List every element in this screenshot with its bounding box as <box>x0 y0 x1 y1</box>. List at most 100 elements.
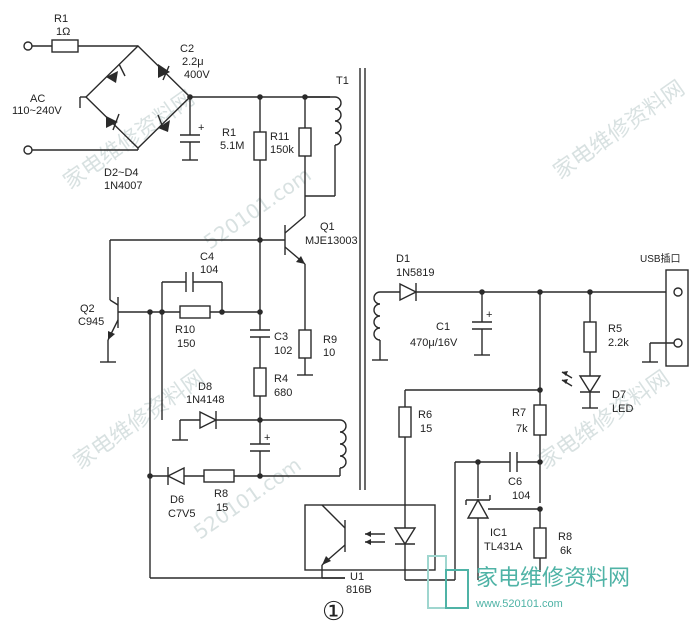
bridge-diode-2 <box>158 64 170 81</box>
r5-name: R5 <box>608 323 622 335</box>
resistor-r7 <box>533 404 547 436</box>
regulator-ic1 <box>466 498 490 519</box>
logo-text: 家电维修资料网 <box>476 565 630 590</box>
c1-name: C1 <box>436 321 450 333</box>
c4-name: C4 <box>200 251 214 263</box>
ac-value: 110~240V <box>12 105 62 117</box>
r9-value: 10 <box>323 347 335 359</box>
r9-name: R9 <box>323 334 337 346</box>
resistor-r5 <box>583 321 597 353</box>
diode-d8 <box>199 410 218 430</box>
r5-value: 2.2k <box>608 337 629 349</box>
d7-name: D7 <box>612 389 626 401</box>
q1-value: MJE13003 <box>305 235 358 247</box>
resistor-r11 <box>298 127 312 157</box>
zener-d6 <box>166 466 185 486</box>
resistor-r9 <box>298 329 312 359</box>
bridge-diode-1 <box>106 63 126 83</box>
bridge-diode-3 <box>106 113 120 131</box>
r1-fuse-value: 1Ω <box>56 26 70 38</box>
ac-input-section: R1 1Ω AC 110~240V D2~D4 1N4007 <box>12 13 330 192</box>
secondary-section: D1 1N5819 + C1 470μ/16V R6 15 R7 7k <box>372 252 689 581</box>
usb-pin-vcc <box>673 287 683 297</box>
r8a-value: 15 <box>216 502 228 514</box>
c3-name: C3 <box>274 331 288 343</box>
q1-name: Q1 <box>320 221 335 233</box>
r1-name: R1 <box>222 127 236 139</box>
led-d7 <box>578 375 602 394</box>
r1-fuse-name: R1 <box>54 13 68 25</box>
r6-name: R6 <box>418 409 432 421</box>
c6-value: 104 <box>512 490 530 502</box>
ic1-name: IC1 <box>490 527 507 539</box>
bridge-diode-4 <box>157 114 170 132</box>
d2-name: D2~D4 <box>104 167 139 179</box>
r10-value: 150 <box>177 338 195 350</box>
r8b-name: R8 <box>558 531 572 543</box>
t1-feedback-winding <box>339 419 347 469</box>
c1-plus: + <box>486 309 492 321</box>
d1-name: D1 <box>396 253 410 265</box>
d1-value: 1N5819 <box>396 267 435 279</box>
c4-value: 104 <box>200 264 218 276</box>
resistor-r1-fuse <box>51 39 79 53</box>
ic1-value: TL431A <box>484 541 523 553</box>
watermark-domain-2: 520101.com <box>189 452 306 544</box>
r11-value: 150k <box>270 144 294 156</box>
c3-value: 102 <box>274 345 292 357</box>
r1-value: 5.1M <box>220 140 244 152</box>
resistor-r8-primary <box>203 469 235 483</box>
r7-value: 7k <box>516 423 528 435</box>
c1-value: 470μ/16V <box>410 337 458 349</box>
t1-name: T1 <box>336 75 349 87</box>
r11-name: R11 <box>270 131 289 143</box>
watermark-text-4: 家电维修资料网 <box>534 366 675 475</box>
primary-section: R1 5.1M R11 150k T1 Q1 MJE13003 <box>78 68 366 579</box>
d6-name: D6 <box>170 494 184 506</box>
resistor-r4 <box>253 367 267 397</box>
c2-value-1: 2.2μ <box>182 56 204 68</box>
u1-value: 816B <box>346 584 372 596</box>
cap-feedback-plus: + <box>264 432 270 444</box>
c2-name: C2 <box>180 43 194 55</box>
usb-label: USB插口 <box>640 252 681 265</box>
d8-name: D8 <box>198 381 212 393</box>
usb-port <box>665 269 689 367</box>
transistor-q1 <box>284 196 306 265</box>
d8-value: 1N4148 <box>186 394 225 406</box>
site-logo: 家电维修资料网 www.520101.com <box>427 555 630 610</box>
ac-name: AC <box>30 93 45 105</box>
d6-value: C7V5 <box>168 508 196 520</box>
c2-value-2: 400V <box>184 69 210 81</box>
resistor-r6 <box>398 406 412 438</box>
usb-pin-gnd <box>673 338 683 348</box>
r8a-name: R8 <box>214 488 228 500</box>
optocoupler-u1: U1 816B <box>304 504 436 596</box>
d2-value: 1N4007 <box>104 180 143 192</box>
ac-terminal-top <box>23 41 33 51</box>
t1-secondary-winding <box>373 291 381 341</box>
transistor-q2 <box>100 297 119 363</box>
q2-name: Q2 <box>80 303 95 315</box>
resistor-r1-startup <box>253 131 267 161</box>
q2-value: C945 <box>78 316 104 328</box>
r8b-value: 6k <box>560 545 572 557</box>
r4-name: R4 <box>274 373 288 385</box>
watermark-text-2: 家电维修资料网 <box>549 76 690 185</box>
resistor-r8-secondary <box>533 527 547 559</box>
figure-number: ① <box>322 596 345 626</box>
t1-primary-winding <box>334 96 342 146</box>
r7-name: R7 <box>512 407 526 419</box>
c6-name: C6 <box>508 476 522 488</box>
c2-plus: + <box>198 122 204 134</box>
r4-value: 680 <box>274 387 292 399</box>
logo-url: www.520101.com <box>475 598 563 610</box>
ac-terminal-bottom <box>23 145 33 155</box>
d7-value: LED <box>612 403 633 415</box>
resistor-r10 <box>179 305 211 319</box>
u1-name: U1 <box>350 571 364 583</box>
diode-d1 <box>399 282 418 302</box>
r6-value: 15 <box>420 423 432 435</box>
r10-name: R10 <box>175 324 195 336</box>
